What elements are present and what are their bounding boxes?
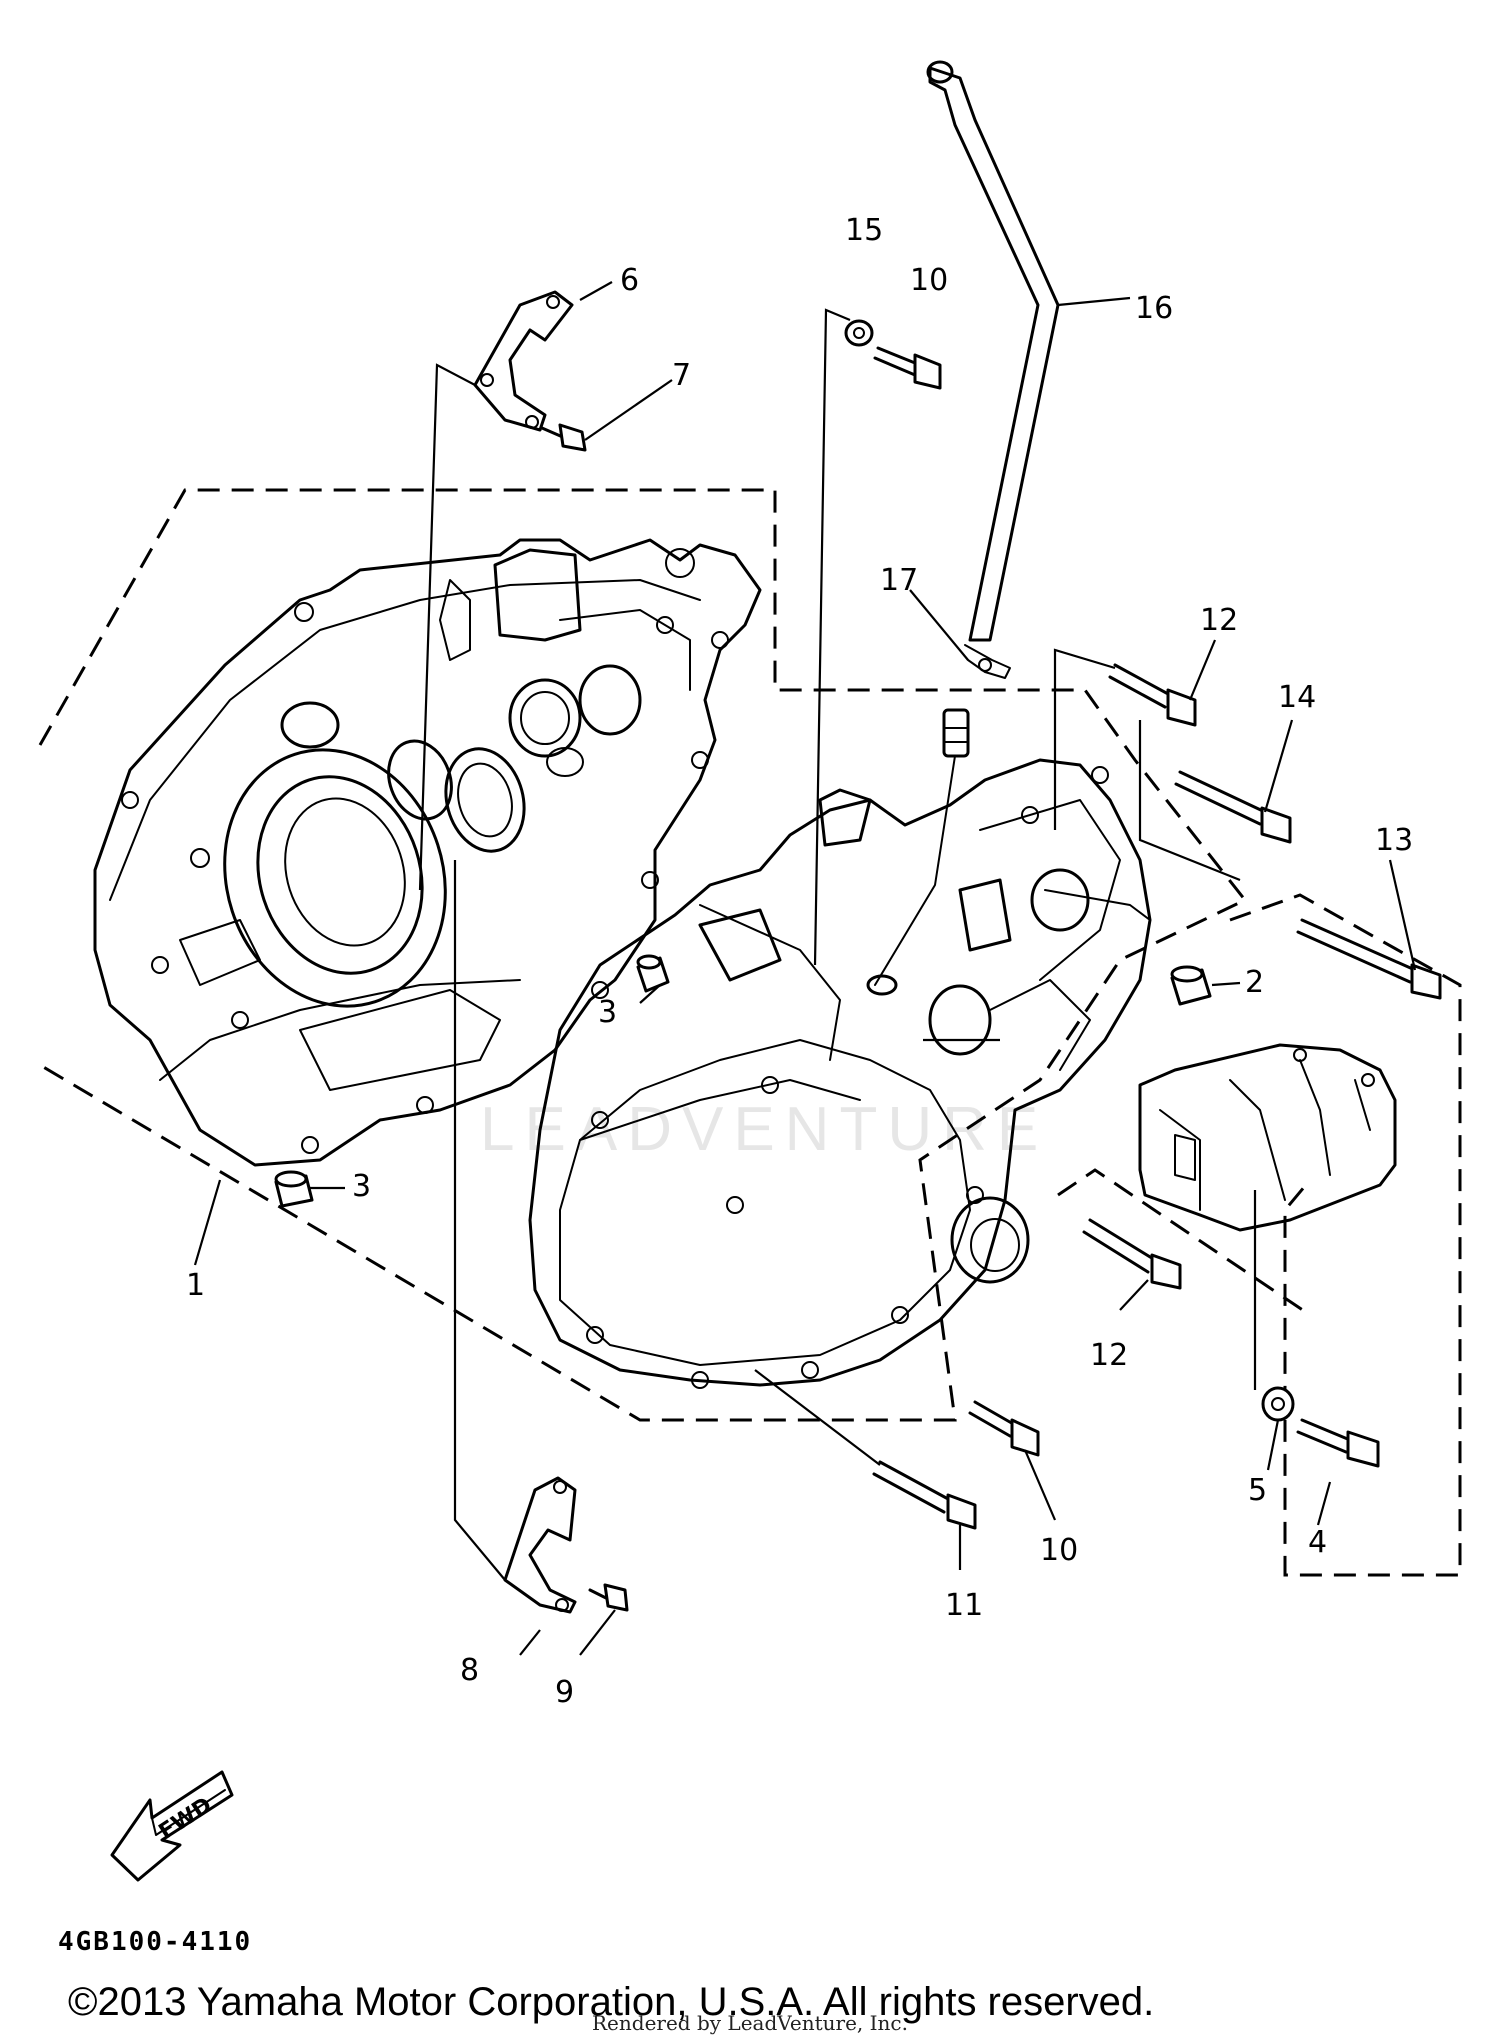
crankcase-cover <box>1138 1043 1397 1232</box>
callout-3-lower: 3 <box>352 1169 371 1204</box>
callout-numbers: 1 2 3 3 4 5 6 7 8 9 10 10 11 12 12 13 14… <box>186 213 1413 1710</box>
breather-fitting <box>866 708 970 996</box>
dowel-pin-3-upper <box>636 954 670 993</box>
watermark-text: LEADVENTURE <box>480 1095 1048 1164</box>
callout-10-upper: 10 <box>910 263 948 298</box>
leader-lines <box>193 281 1417 1656</box>
bolt-4 <box>1296 1418 1380 1468</box>
bolt-12-upper <box>1108 663 1197 727</box>
callout-13: 13 <box>1375 823 1413 858</box>
callout-15: 15 <box>845 213 883 248</box>
callout-16: 16 <box>1135 291 1173 326</box>
bolt-10-lower <box>968 1400 1040 1457</box>
bolt-12-lower <box>1082 1218 1182 1290</box>
callout-4: 4 <box>1308 1525 1327 1560</box>
callout-11: 11 <box>945 1588 983 1623</box>
bolt-10-upper <box>873 346 942 390</box>
group-boundaries <box>38 488 1462 1577</box>
washer-5 <box>1261 1386 1295 1422</box>
dowel-pin-3-lower <box>274 1170 314 1208</box>
hose-clip <box>964 644 1011 679</box>
callout-17: 17 <box>880 563 918 598</box>
bearing-retainer-plate-upper <box>473 290 574 432</box>
bolt-11 <box>872 1460 977 1530</box>
crankcase-right-half <box>528 758 1152 1389</box>
callout-5: 5 <box>1248 1473 1267 1508</box>
callout-9: 9 <box>555 1675 574 1710</box>
callout-1: 1 <box>186 1268 205 1303</box>
bolt-13 <box>1296 918 1442 1000</box>
fwd-arrow: FWD <box>110 1770 234 1882</box>
callout-12-lower: 12 <box>1090 1338 1128 1373</box>
breather-hose <box>926 60 1060 642</box>
bearing-retainer-plate-lower <box>503 1476 577 1614</box>
rendered-by-text: Rendered by LeadVenture, Inc. <box>592 2011 908 2035</box>
fwd-label: FWD <box>155 1793 217 1845</box>
copyright-text: ©2013 Yamaha Motor Corporation, U.S.A. A… <box>68 1980 1154 2024</box>
screw-9 <box>588 1583 629 1612</box>
callout-10-lower: 10 <box>1040 1533 1078 1568</box>
callout-3-upper: 3 <box>598 995 617 1030</box>
dowel-pin-2 <box>1170 965 1212 1006</box>
callout-6: 6 <box>620 263 639 298</box>
callout-12-upper: 12 <box>1200 603 1238 638</box>
callout-14: 14 <box>1278 680 1316 715</box>
screw-7 <box>540 423 587 452</box>
washer-15 <box>844 319 874 347</box>
callout-7: 7 <box>672 358 691 393</box>
crankcase-left-half <box>93 538 762 1167</box>
bolt-14 <box>1174 770 1292 844</box>
callout-8: 8 <box>460 1653 479 1688</box>
diagram-part-code: 4GB100-4110 <box>58 1927 252 1957</box>
callout-2: 2 <box>1245 965 1264 1000</box>
